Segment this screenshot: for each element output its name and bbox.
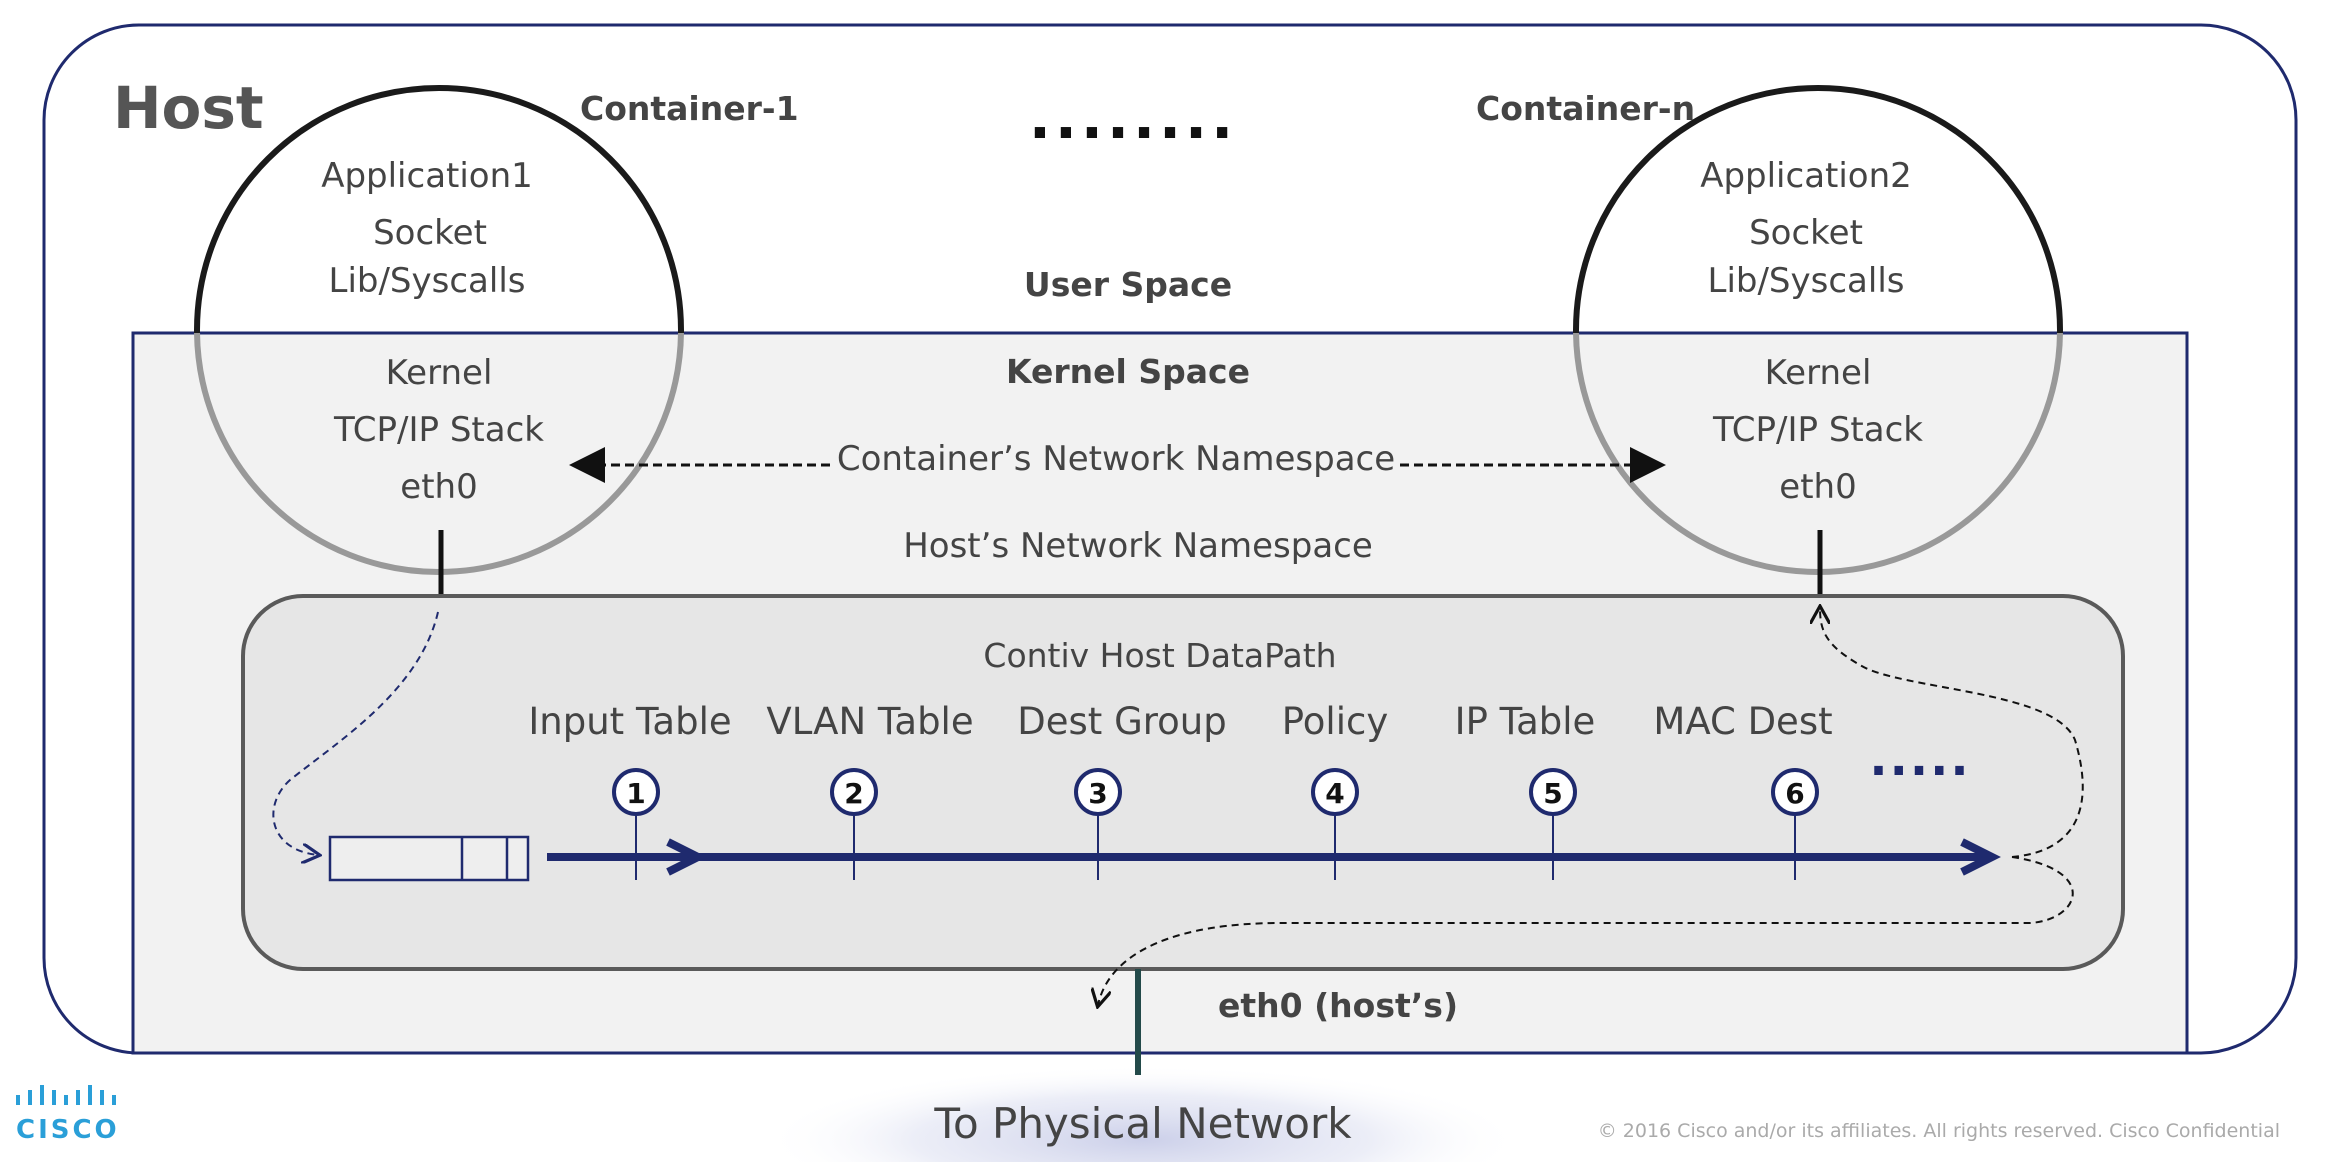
- table-stage-number: 1: [626, 777, 645, 810]
- container-n-stack: TCP/IP Stack: [1712, 410, 1923, 450]
- table-stage-marker: [1074, 768, 1122, 816]
- table-stage: VLAN Table 2: [766, 700, 974, 880]
- datapath-title: Contiv Host DataPath: [983, 636, 1336, 675]
- table-stage-number: 4: [1325, 777, 1344, 810]
- table-stage-number: 2: [844, 777, 863, 810]
- container-1-iface: eth0: [400, 467, 477, 507]
- ingress-path: [272, 611, 439, 855]
- table-stage-marker: [1771, 768, 1819, 816]
- svg-text:CISCO: CISCO: [16, 1115, 120, 1145]
- container-1-label: Container-1: [580, 89, 799, 128]
- pipeline-arrow: [547, 838, 2001, 876]
- table-stage-label: Policy: [1282, 700, 1388, 743]
- container-n-label: Container-n: [1476, 89, 1695, 128]
- table-stage-marker: [830, 768, 878, 816]
- container-n-socket: Socket: [1749, 213, 1863, 253]
- table-stage-label: IP Table: [1455, 700, 1596, 743]
- host-namespace-label: Host’s Network Namespace: [903, 526, 1373, 566]
- table-stage-marker: [1311, 768, 1359, 816]
- datapath-box: [241, 594, 2125, 971]
- table-stage-label: Dest Group: [1017, 700, 1226, 743]
- container-namespace-label: Container’s Network Namespace: [837, 439, 1395, 479]
- table-stage-label: VLAN Table: [766, 700, 973, 743]
- table-stage-marker: [612, 768, 660, 816]
- table-stage: Dest Group 3: [1017, 700, 1227, 880]
- container-n-app: Application2: [1700, 156, 1912, 196]
- physical-network-label: To Physical Network: [933, 1099, 1352, 1148]
- container-n-iface: eth0: [1779, 467, 1856, 507]
- kernel-space-label: Kernel Space: [1006, 352, 1250, 391]
- copyright-footer: © 2016 Cisco and/or its affiliates. All …: [1598, 1120, 2280, 1142]
- table-stage: Policy 4: [1282, 700, 1388, 880]
- containers-ellipsis: ........: [1029, 84, 1237, 152]
- return-path-to-container: [1820, 608, 2084, 858]
- table-stage-marker: [1529, 768, 1577, 816]
- table-stage: Input Table 1: [528, 700, 732, 880]
- table-stage-number: 6: [1785, 777, 1804, 810]
- egress-path: [1098, 856, 2074, 1005]
- container-n-kernel: Kernel: [1765, 353, 1872, 393]
- physical-network-glow: [763, 1065, 1523, 1162]
- table-stage: MAC Dest 6: [1653, 700, 1833, 880]
- packet-queue-icon: [328, 835, 530, 882]
- table-stage: IP Table 5: [1455, 700, 1596, 880]
- tables-ellipsis: .....: [1869, 731, 1970, 787]
- table-stage-number: 3: [1088, 777, 1107, 810]
- table-stage-number: 5: [1543, 777, 1562, 810]
- host-title: Host: [113, 74, 264, 142]
- container-1-lib: Lib/Syscalls: [329, 261, 526, 301]
- host-eth0-label: eth0 (host’s): [1218, 986, 1458, 1025]
- container-1-stack: TCP/IP Stack: [333, 410, 544, 450]
- container-1-app: Application1: [321, 156, 533, 196]
- container-1-socket: Socket: [373, 213, 487, 253]
- container-n-lib: Lib/Syscalls: [1708, 261, 1905, 301]
- container-1-kernel: Kernel: [386, 353, 493, 393]
- user-space-label: User Space: [1024, 265, 1232, 304]
- table-stage-label: Input Table: [528, 700, 731, 743]
- table-stage-label: MAC Dest: [1653, 700, 1832, 743]
- cisco-logo: CISCO: [16, 1085, 120, 1145]
